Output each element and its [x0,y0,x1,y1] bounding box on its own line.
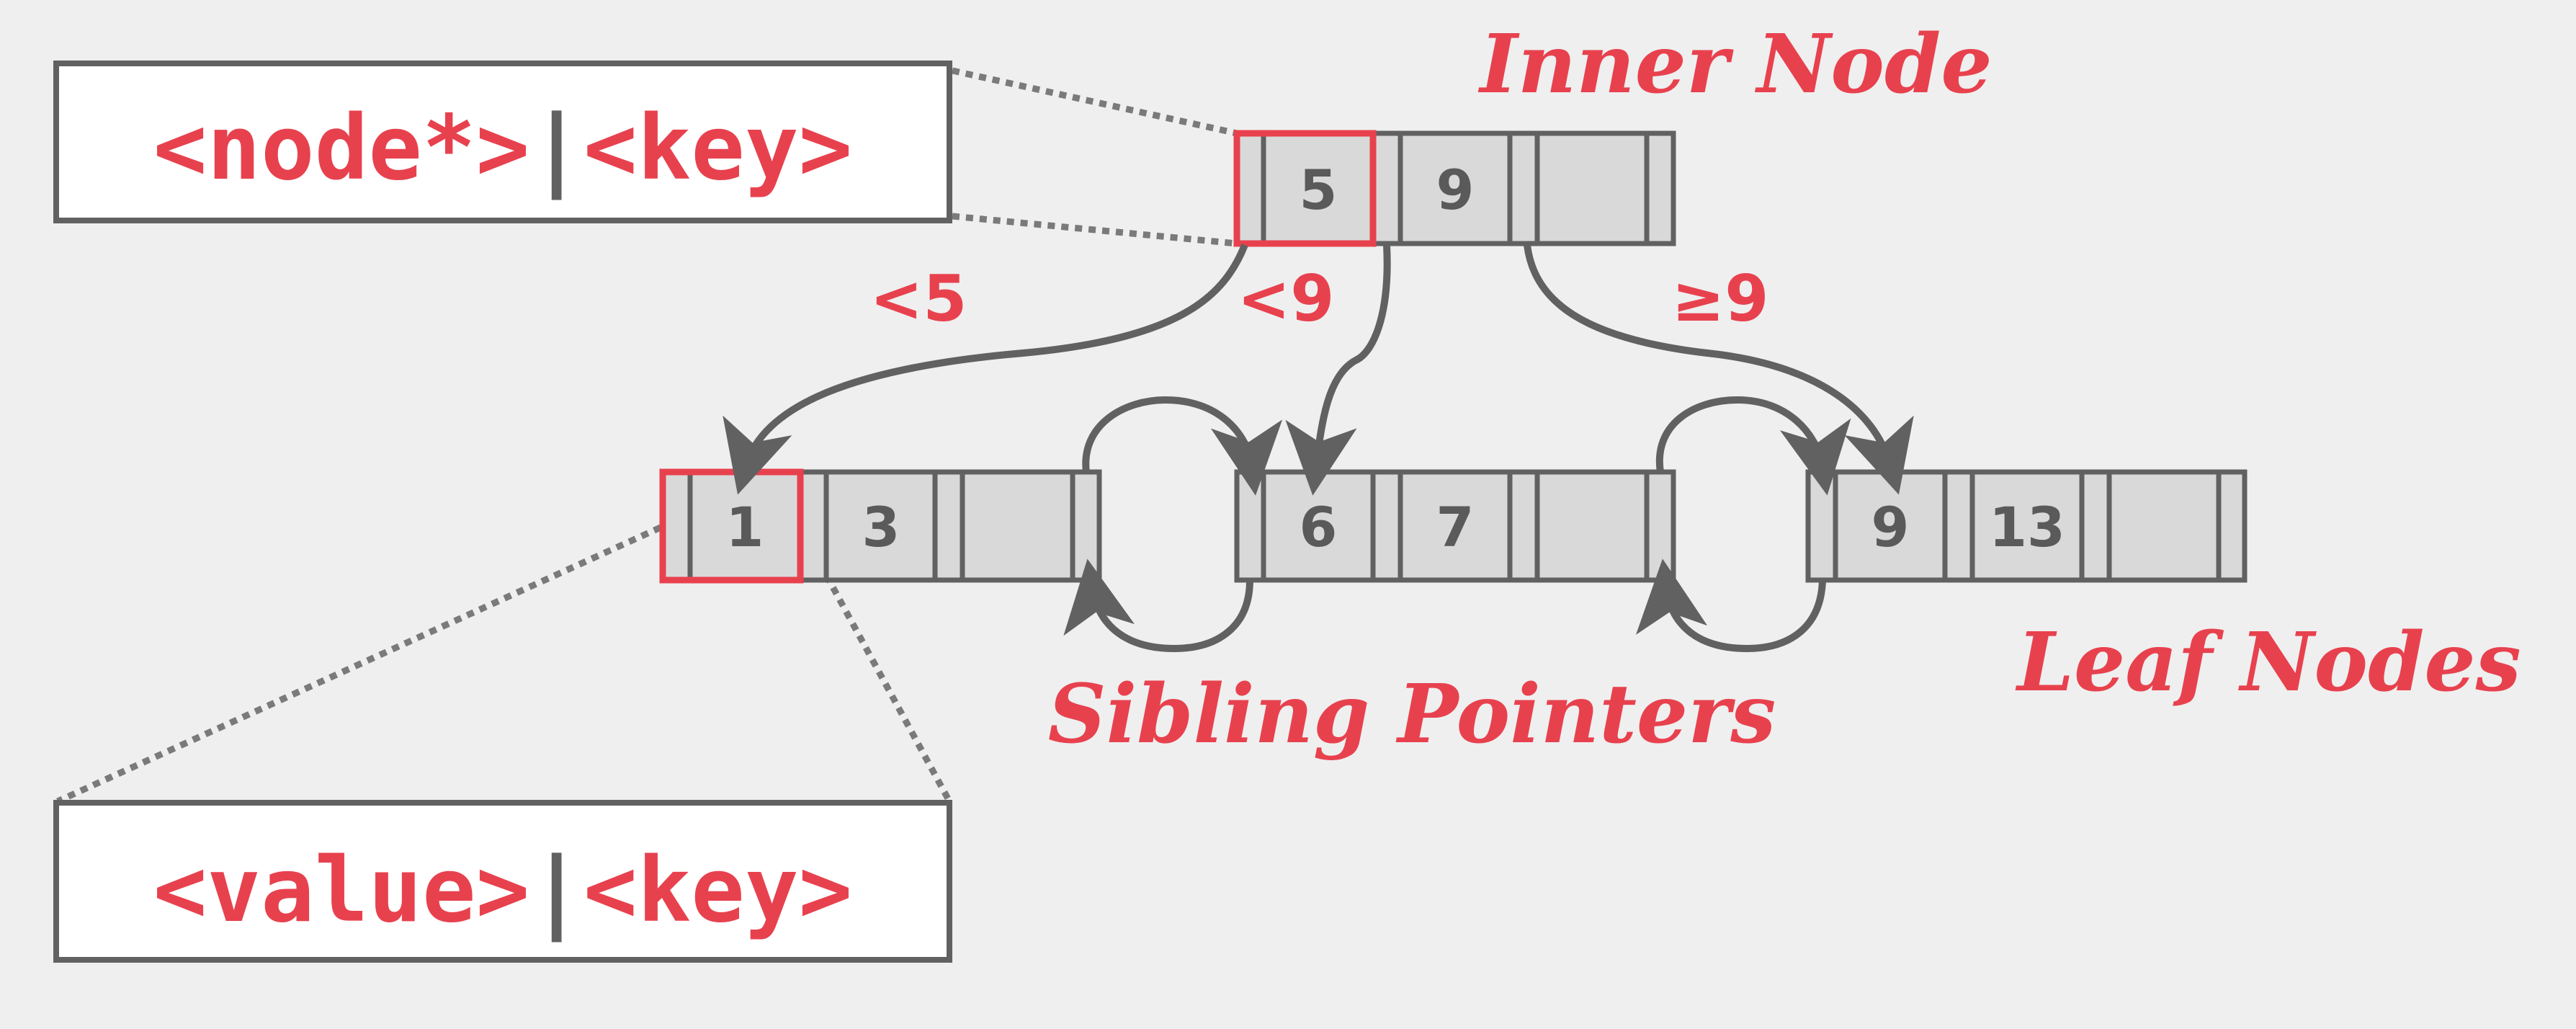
inner-highlight-box [1233,130,1377,247]
sibling-arrow-1-to-2 [1082,396,1283,496]
svg-text:<node*>|<key>: <node*>|<key> [153,97,853,200]
leaf-format-part1: <value> [153,839,530,943]
leaf-format-box: <value>|<key> [53,800,952,963]
inner-format-connector-bottom [952,213,1238,247]
leaf-nodes-label: Leaf Nodes [2015,615,2521,710]
inner-node-keys: 5 9 [1300,158,1475,222]
inner-format-separator: | [529,97,583,200]
sibling-arrow-3-to-2 [1636,558,1826,653]
edge-label-lt5: <5 [870,262,967,336]
leaf-key: 6 [1300,495,1338,559]
pointer-arrow-ge9 [1524,244,1914,495]
inner-node [1234,130,1676,246]
pointer-arrow-lt5 [723,244,1248,495]
leaf-format-separator: | [529,839,583,943]
inner-format-connector-top [952,67,1238,137]
edge-label-lt9: <9 [1238,262,1335,336]
inner-format-part2: <key> [583,97,852,200]
pointer-arrow-lt9 [1285,244,1391,496]
sibling-pointers-label: Sibling Pointers [1048,667,1776,762]
leaf-format-connector-right [797,525,952,803]
leaf-node-3-keys: 9 13 [1871,495,2065,559]
sibling-arrow-2-to-3 [1655,396,1851,496]
leaf-key: 1 [726,495,764,559]
leaf-key: 13 [1989,495,2065,559]
edge-label-ge9: ≥9 [1672,262,1769,336]
leaf-key: 9 [1871,495,1910,559]
sibling-pointers [1063,396,1851,653]
leaf-node-1-keys: 1 3 [726,495,900,559]
leaf-node-2-keys: 6 7 [1300,495,1475,559]
svg-text:<value>|<key>: <value>|<key> [153,839,853,943]
inner-format-box: <node*>|<key> [53,61,952,223]
inner-key: 9 [1436,158,1475,222]
dotted-connectors [56,67,1238,805]
leaf-format-part2: <key> [583,839,852,943]
leaf-format-connector-left [56,524,662,805]
sibling-arrow-2-to-1 [1063,558,1253,653]
inner-key: 5 [1300,158,1338,222]
inner-format-part1: <node*> [153,97,530,200]
inner-node-label: Inner Node [1477,17,1992,112]
leaf-node-3 [1805,469,2248,583]
leaf-key: 7 [1436,495,1475,559]
leaf-key: 3 [862,495,900,559]
child-pointers [723,244,1914,496]
